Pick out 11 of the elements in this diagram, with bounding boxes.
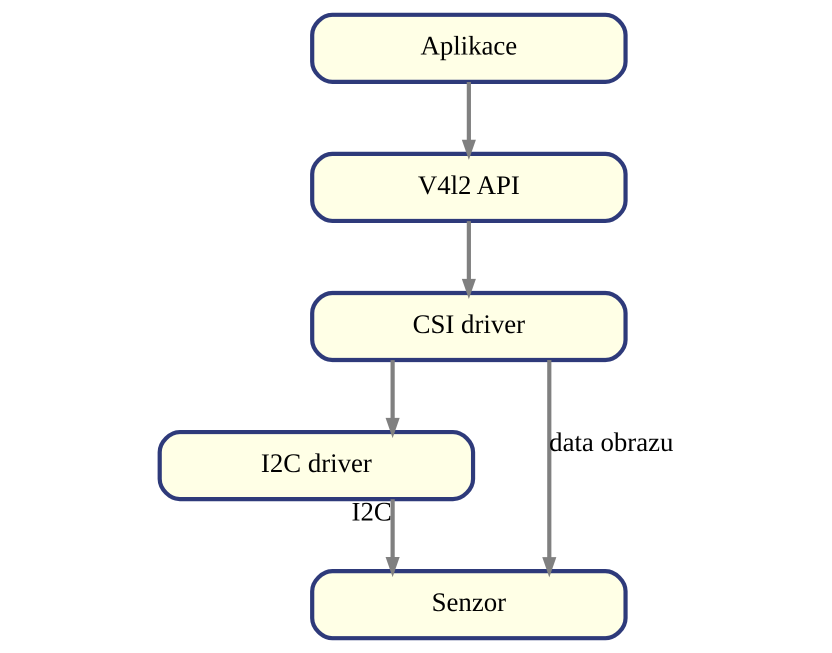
node-box: Aplikace <box>310 12 628 84</box>
arrow <box>542 360 556 578</box>
node-box: Senzor <box>310 569 628 640</box>
node-box: I2C driver <box>157 430 475 502</box>
arrow <box>461 221 476 300</box>
arrow <box>461 82 476 160</box>
arrow <box>385 499 400 578</box>
node-box: CSI driver <box>310 290 628 362</box>
node-box: V4l2 API <box>310 152 628 224</box>
edge-label: data obrazu <box>548 426 673 457</box>
arrow <box>385 360 400 438</box>
